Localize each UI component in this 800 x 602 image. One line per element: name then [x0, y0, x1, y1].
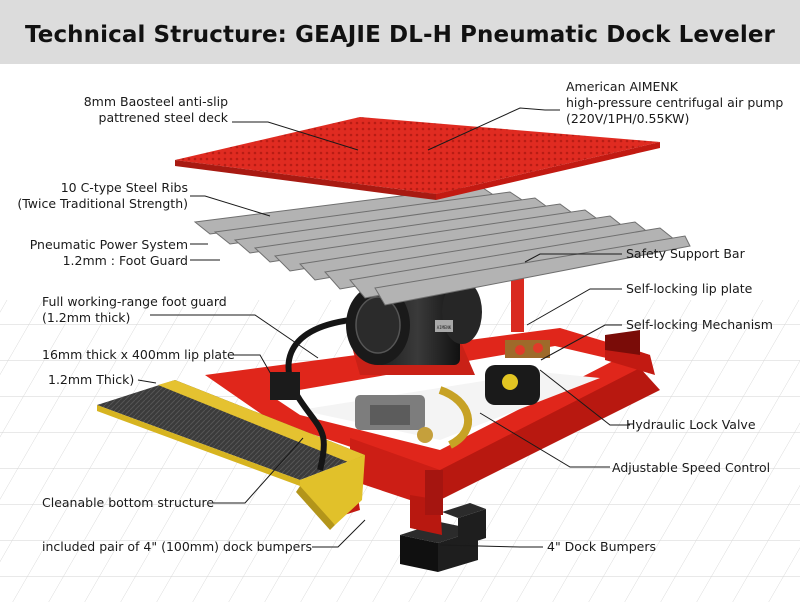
label-foot-guard: Full working-range foot guard (1.2mm thi… [42, 294, 227, 325]
label-steel-ribs: 10 C-type Steel Ribs (Twice Traditional … [17, 180, 188, 211]
label-self-locking-lip: Self-locking lip plate [626, 281, 753, 296]
label-air-pump: American AIMENK high-pressure centrifuga… [566, 79, 784, 126]
label-anti-slip-deck: 8mm Baosteel anti-slip pattrened steel d… [83, 94, 228, 125]
label-safety-support-bar: Safety Support Bar [626, 246, 745, 261]
dock-leveler-illustration: AIMENK [0, 107, 800, 602]
leader-lines [137, 107, 630, 548]
label-lip-note: 1.2mm Thick) [48, 372, 135, 387]
pneumatic-valves [270, 340, 550, 443]
label-dock-bumpers: 4" Dock Bumpers [547, 539, 656, 554]
page-title: Technical Structure: GEAJIE DL-H Pneumat… [25, 22, 775, 48]
label-pneumatic-power: Pneumatic Power System 1.2mm : Foot Guar… [29, 237, 188, 268]
label-self-locking-mechanism: Self-locking Mechanism [626, 317, 773, 332]
c-type-steel-ribs [193, 185, 691, 306]
dock-bumper-right [442, 503, 486, 547]
label-speed-control: Adjustable Speed Control [612, 460, 771, 475]
motor-nameplate: AIMENK [437, 325, 452, 330]
anti-slip-steel-deck [175, 117, 660, 200]
label-hydraulic-lock-valve: Hydraulic Lock Valve [626, 417, 756, 432]
label-bumpers-pair: included pair of 4" (100mm) dock bumpers [42, 539, 312, 554]
label-bottom-structure: Cleanable bottom structure [42, 495, 215, 510]
label-lip-thickness: 16mm thick x 400mm lip plate [42, 347, 235, 362]
lip-plate [97, 380, 365, 530]
title-banner: Technical Structure: GEAJIE DL-H Pneumat… [0, 0, 800, 64]
air-pump-motor: AIMENK [346, 280, 482, 375]
